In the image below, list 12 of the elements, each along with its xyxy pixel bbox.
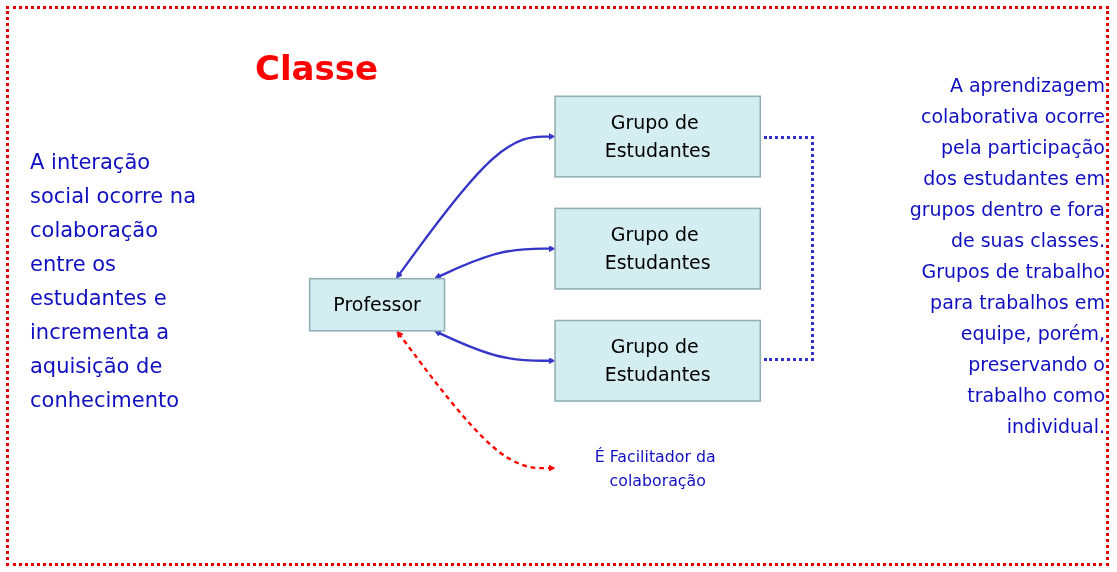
arrow xyxy=(396,330,556,472)
arrow xyxy=(434,245,556,280)
note-text: A interação social ocorre na colaboração entre os estudantes e incrementa a aquisição de conhecimento xyxy=(30,149,197,414)
node-box: Grupo de Estudantes xyxy=(554,319,762,402)
note-text: A aprendizagem colaborativa ocorre pela participação dos estudantes em grupos dentro e fora de suas classes. Grupos de trabalho para trabalhos em equipe, porém, preservando o trabalho como individual. xyxy=(908,73,1105,439)
arrow xyxy=(396,133,556,279)
node-text: É Facilitador da colaboração xyxy=(594,446,716,490)
node-box: Professor xyxy=(308,277,446,332)
node-box: Grupo de Estudantes xyxy=(554,207,762,290)
node-box: Grupo de Estudantes xyxy=(554,95,762,178)
title: Classe xyxy=(255,48,379,88)
arrow xyxy=(434,330,556,365)
